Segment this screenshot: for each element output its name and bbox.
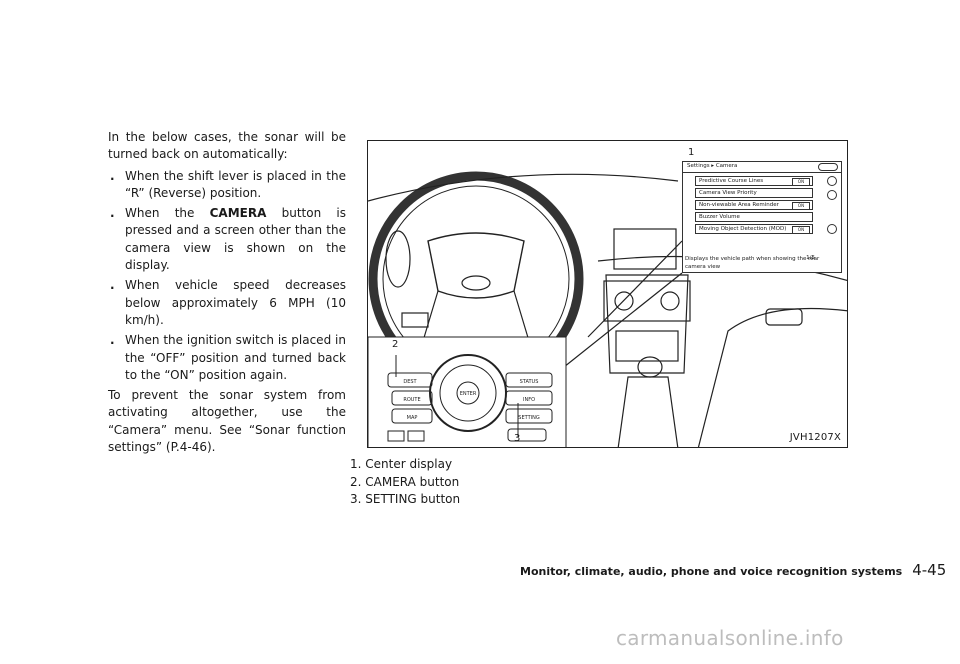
figure-code: JVH1207X [789, 432, 841, 443]
list-item: .When the shift lever is placed in the “… [110, 168, 346, 200]
screen-row: Moving Object Detection (MOD)ON [695, 224, 813, 234]
screen-footer: Displays the vehicle path when showing t… [685, 256, 820, 270]
scroll-up-icon [827, 176, 837, 186]
page-indicator: 1/5 [806, 255, 815, 261]
controller-label: DEST [403, 379, 417, 385]
page-footer: Monitor, climate, audio, phone and voice… [520, 561, 946, 579]
intro-paragraph: In the below cases, the sonar will be tu… [108, 130, 346, 162]
callout-3: 3 [514, 433, 521, 444]
center-display-inset: Settings ▸ Camera Predictive Course Line… [682, 161, 842, 273]
controller-label: ROUTE [403, 397, 420, 403]
condition-list: .When the shift lever is placed in the “… [108, 168, 346, 385]
camera-keyword: CAMERA [209, 206, 267, 221]
list-item: .When the ignition switch is placed in t… [110, 333, 346, 382]
closing-paragraph: To prevent the sonar system from activat… [108, 388, 346, 455]
dashboard-illustration: DEST ROUTE MAP STATUS INFO SETTING ENTER… [367, 140, 848, 448]
controller-label: SETTING [518, 415, 540, 421]
back-icon [818, 163, 838, 171]
screen-row: Buzzer Volume [695, 212, 813, 222]
body-text: In the below cases, the sonar will be tu… [108, 129, 346, 456]
scroll-icon [827, 190, 837, 200]
controller-label: MAP [407, 415, 418, 421]
scroll-down-icon [827, 224, 837, 234]
caption-item: 1. Center display [350, 457, 453, 471]
caption-item: 3. SETTING button [350, 492, 461, 506]
list-item: .When vehicle speed decreases below appr… [110, 278, 346, 327]
controller-label: ENTER [460, 391, 477, 397]
watermark: carmanualsonline.info [616, 626, 844, 650]
callout-1: 1 [688, 147, 695, 158]
screen-row: Camera View Priority [695, 188, 813, 198]
callout-2: 2 [392, 339, 399, 350]
page-number: 4-45 [912, 561, 947, 579]
figure-captions: 1. Center display 2. CAMERA button 3. SE… [350, 456, 460, 509]
controller-label: INFO [523, 397, 535, 403]
screen-header: Settings ▸ Camera [683, 162, 841, 173]
caption-item: 2. CAMERA button [350, 474, 460, 489]
controller-label: STATUS [520, 379, 539, 385]
section-title: Monitor, climate, audio, phone and voice… [520, 565, 903, 578]
list-item: .When the CAMERA button is pressed and a… [110, 206, 346, 273]
